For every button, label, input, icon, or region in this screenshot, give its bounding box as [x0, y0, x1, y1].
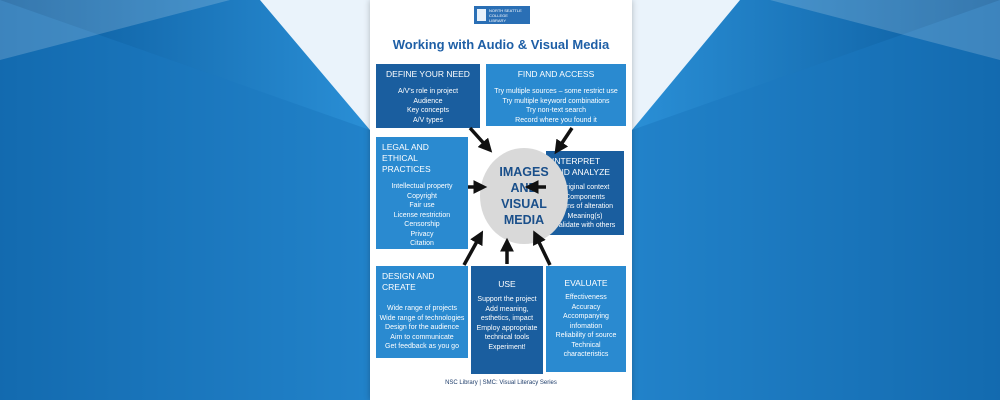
- center-ellipse: IMAGES AND VISUAL MEDIA: [480, 148, 568, 244]
- box-heading: USE: [498, 279, 516, 289]
- box-item: Get feedback as you go: [385, 343, 459, 350]
- box-heading: LEGAL AND ETHICAL PRACTICES: [380, 142, 464, 175]
- logo-text-line3: LIBRARY: [489, 17, 507, 23]
- box-item: Try multiple keyword combinations: [502, 97, 610, 105]
- box-item: infomation: [569, 322, 603, 330]
- box-heading: INTERPRET AND ANALYZE: [550, 156, 610, 178]
- box-heading-line1: INTERPRET: [552, 156, 601, 166]
- box-item: Design for the audience: [385, 324, 459, 331]
- logo-text-line2: COLLEGE: [489, 12, 508, 18]
- box-item: Record where you found it: [515, 116, 597, 124]
- box-item: Meaning(s): [567, 212, 603, 220]
- box-item: Accompanying: [563, 313, 609, 320]
- center-label-line: VISUAL: [501, 197, 547, 211]
- box-heading-line2: PRACTICES: [382, 164, 431, 174]
- poster-footer: NSC Library | SMC: Visual Literacy Serie…: [445, 380, 557, 386]
- box-item: Experiment!: [488, 343, 526, 351]
- box-item: Validate with others: [554, 222, 616, 229]
- box-design-and-create: DESIGN AND CREATE Wide range of projects…: [376, 266, 468, 358]
- box-evaluate: EVALUATE Effectiveness Accuracy Accompan…: [546, 266, 626, 372]
- poster-title: Working with Audio & Visual Media: [392, 37, 610, 52]
- box-item: Aim to communicate: [390, 333, 454, 341]
- box-item: Employ appropriate: [476, 324, 538, 332]
- box-heading: DEFINE YOUR NEED: [386, 69, 470, 79]
- box-item: Intellectual property: [391, 183, 453, 190]
- arrow-find-to-center: [554, 127, 574, 155]
- box-heading: DESIGN AND CREATE: [382, 271, 435, 292]
- center-label-line: IMAGES: [499, 165, 549, 179]
- box-define-your-need: DEFINE YOUR NEED A/V's role in project A…: [376, 64, 480, 128]
- box-item: Fair use: [409, 202, 435, 209]
- box-item: A/V types: [413, 116, 443, 124]
- box-item: Try non-text search: [525, 107, 587, 114]
- box-heading-line2: AND ANALYZE: [552, 167, 610, 177]
- box-find-and-access: FIND AND ACCESS Try multiple sources – s…: [486, 64, 626, 126]
- logo-text-line1: NORTH SEATTLE: [489, 7, 522, 13]
- box-heading-line1: LEGAL AND ETHICAL: [382, 142, 429, 163]
- box-item: Audience: [413, 97, 443, 105]
- box-item: technical tools: [484, 334, 530, 341]
- box-heading: FIND AND ACCESS: [517, 69, 595, 79]
- box-item: Components: [565, 193, 605, 201]
- box-item: Add meaning,: [485, 305, 529, 313]
- logo-mark-icon: [477, 9, 486, 21]
- box-item: Wide range of technologies: [379, 314, 465, 322]
- box-item: Original context: [560, 184, 610, 191]
- box-item: A/V's role in project: [397, 88, 459, 95]
- box-use: USE Support the project Add meaning, est…: [471, 266, 543, 374]
- infographic-poster: NORTH SEATTLE COLLEGE LIBRARY Working wi…: [370, 0, 632, 400]
- box-item: Privacy: [410, 230, 434, 238]
- box-item: Key concepts: [406, 107, 450, 114]
- box-item: Technical: [571, 341, 601, 349]
- box-item: Effectiveness: [565, 294, 607, 301]
- box-item: License restriction: [393, 211, 451, 219]
- box-item: Signs of alteration: [556, 203, 614, 210]
- library-logo: NORTH SEATTLE COLLEGE LIBRARY: [474, 6, 530, 24]
- box-item: esthetics, impact: [480, 315, 534, 322]
- box-item: Citation: [410, 240, 434, 247]
- box-item: Support the project: [477, 296, 537, 303]
- box-item: Censorship: [404, 221, 440, 228]
- box-item: Reliability of source: [555, 332, 617, 339]
- box-item: Accuracy: [571, 303, 601, 311]
- box-item: Copyright: [407, 192, 437, 200]
- center-label-line: MEDIA: [503, 213, 545, 227]
- arrow-define-to-center: [468, 126, 493, 153]
- box-heading: EVALUATE: [564, 278, 608, 288]
- box-legal-and-ethical-practices: LEGAL AND ETHICAL PRACTICES Intellectual…: [376, 137, 468, 249]
- box-item: Try multiple sources – some restrict use: [494, 88, 618, 95]
- box-item: characteristics: [563, 351, 609, 358]
- center-label-line: AND: [510, 181, 538, 195]
- box-item: Wide range of projects: [386, 305, 458, 312]
